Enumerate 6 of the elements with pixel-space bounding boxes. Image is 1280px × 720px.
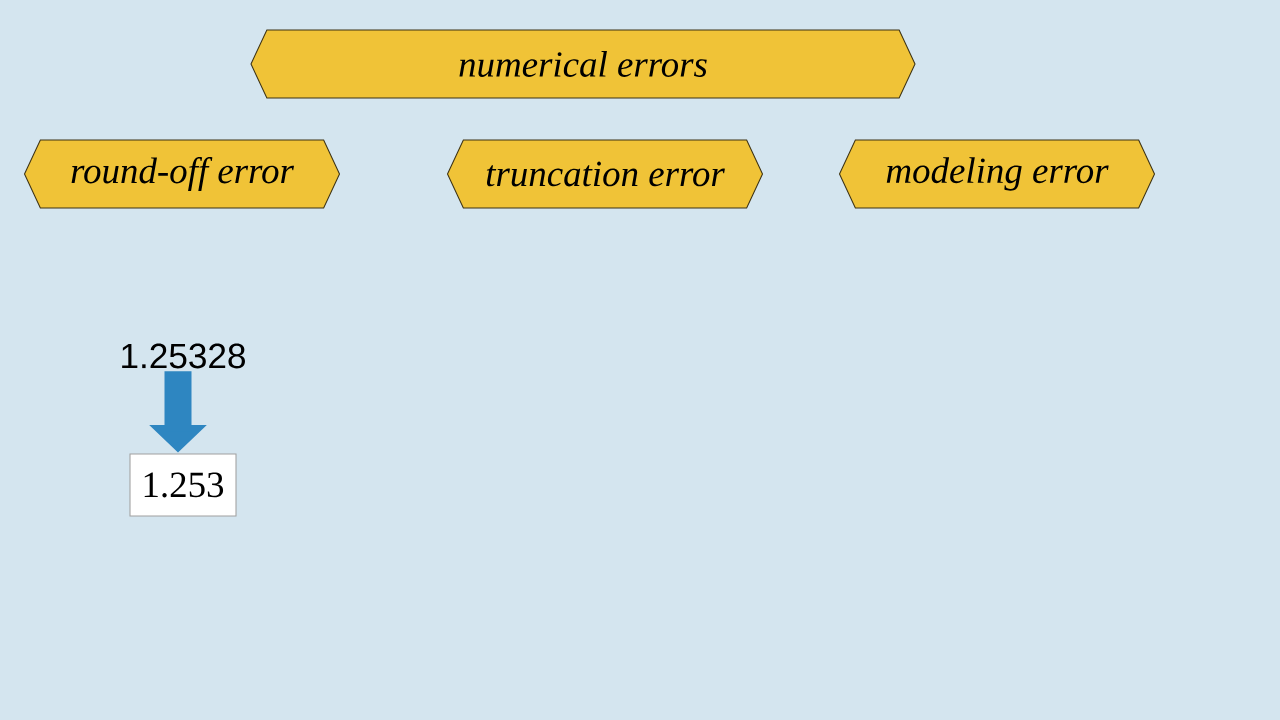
category-banner: round-off error	[23, 139, 341, 209]
category-banner: numerical errors	[250, 29, 916, 99]
category-banner: truncation error	[446, 139, 764, 209]
number-label: 1.25328	[122, 343, 245, 369]
result-box: 1.253	[129, 453, 237, 517]
category-banner: modeling error	[838, 139, 1156, 209]
